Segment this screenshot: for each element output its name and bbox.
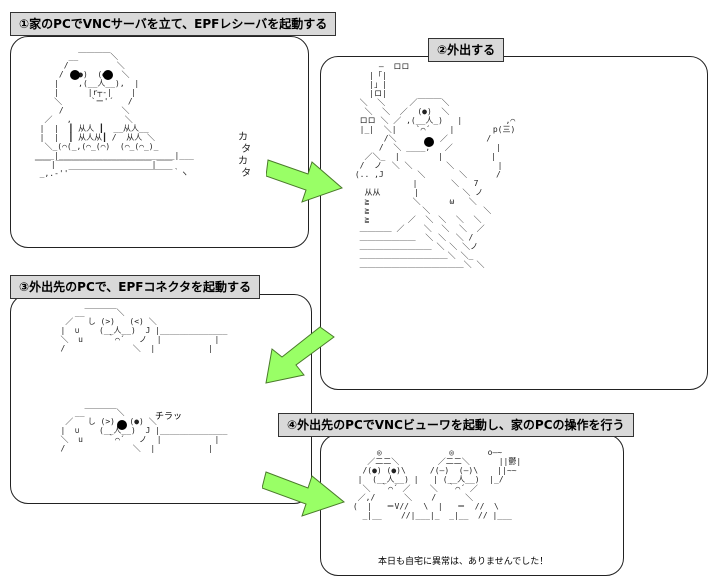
panel-step-4 — [320, 434, 624, 576]
panel-step-1 — [10, 36, 309, 248]
panel-3-peek-eye — [117, 420, 127, 430]
step-4-label: ④外出先のPCでVNCビューワを起動し、家のPCの操作を行う — [278, 413, 634, 437]
panel-2-eye — [424, 137, 434, 147]
step-2-label: ②外出する — [428, 38, 505, 62]
step-1-label: ①家のPCでVNCサーバを立て、EPFレシーバを起動する — [10, 12, 337, 36]
arrow-step-2-to-3 — [265, 326, 335, 384]
panel-step-2 — [320, 56, 708, 390]
panel-3-sound-effect: チラッ — [155, 412, 183, 422]
panel-step-3 — [10, 294, 312, 504]
panel-3-ascii-art-bottom: __￣￣￣￣＼ ／ し (>) (●) ＼ | ∪ (__人__) J |___… — [60, 408, 228, 453]
panel-3-ascii-art-top: __￣￣￣￣＼ ／ し (>) (<) ＼ | ∪ (__人__) J |___… — [60, 308, 228, 353]
panel-4-caption: 本日も自宅に異常は、ありませんでした！ — [378, 557, 549, 567]
panel-1-left-eye — [70, 70, 80, 80]
panel-2-ascii-art: ― ロロ |「| |」| |ロ| ＼ ＼ ／￣￣￣＼ ＼ ＼ ／ (●) ＼ ロ… — [354, 62, 516, 269]
arrow-step-1-to-2 — [266, 159, 343, 203]
panel-1-sound-effect: カ タ カ タ — [238, 132, 252, 179]
panel-4-ascii-art: ◎ ◎ o―~ ／二二＼ ／二二＼ ||鬱| /(●) (●)\ /(―) (―… — [352, 448, 522, 520]
step-3-label: ③外出先のPCで、EPFコネクタを起動する — [10, 275, 260, 299]
arrow-step-3-to-4 — [262, 471, 346, 517]
panel-1-ascii-art: __￣￣￣￣＼ / ＼ / (●) (●) ＼ | ,(__人__), | | … — [34, 52, 194, 178]
panel-1-right-eye — [103, 70, 113, 80]
